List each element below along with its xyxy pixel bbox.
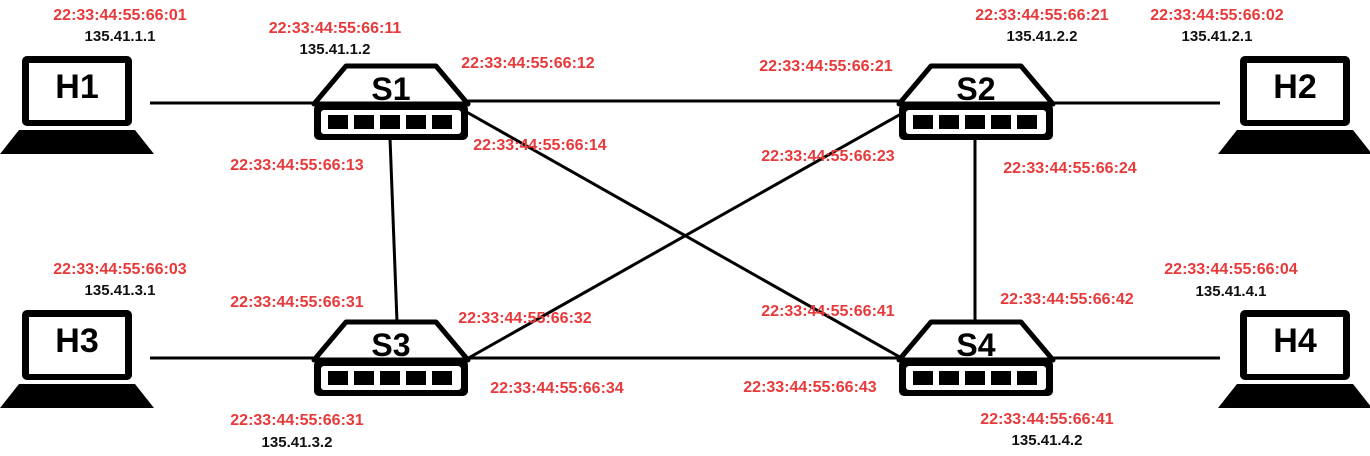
h1-mac-label: 22:33:44:55:66:01 bbox=[53, 7, 187, 24]
h3-mac-label: 22:33:44:55:66:03 bbox=[53, 261, 187, 278]
switch-label: S3 bbox=[371, 327, 410, 363]
s3-h3-ip-label: 135.41.3.2 bbox=[262, 434, 333, 451]
host-label: H2 bbox=[1273, 68, 1316, 106]
s3-h3-mac-label: 22:33:44:55:66:31 bbox=[230, 412, 364, 429]
host-h2[interactable]: H2 bbox=[1218, 56, 1370, 154]
s2-s3-mac-label: 22:33:44:55:66:23 bbox=[761, 148, 895, 165]
s2-h2-mac-label: 22:33:44:55:66:21 bbox=[975, 7, 1109, 24]
s1-s2-mac-label: 22:33:44:55:66:12 bbox=[461, 55, 595, 72]
s4-h4-ip-label: 135.41.4.2 bbox=[1012, 432, 1083, 449]
host-label: H4 bbox=[1273, 322, 1317, 360]
s4-h4-mac-label: 22:33:44:55:66:41 bbox=[980, 411, 1114, 428]
switch-s4[interactable]: S4 bbox=[899, 322, 1053, 396]
s4-s1-mac-label: 22:33:44:55:66:41 bbox=[761, 303, 895, 320]
host-label: H1 bbox=[55, 68, 98, 106]
h2-mac-label: 22:33:44:55:66:02 bbox=[1150, 7, 1284, 24]
s3-s2-mac-label: 22:33:44:55:66:32 bbox=[458, 310, 592, 327]
s2-s1-mac-label: 22:33:44:55:66:21 bbox=[759, 58, 893, 75]
host-h1[interactable]: H1 bbox=[0, 56, 154, 154]
links bbox=[150, 99, 1220, 362]
h2-ip-label: 135.41.2.1 bbox=[1182, 28, 1253, 45]
s4-s3-mac-label: 22:33:44:55:66:43 bbox=[743, 379, 877, 396]
link-s2-s3 bbox=[464, 108, 909, 362]
s4-s2-mac-label: 22:33:44:55:66:42 bbox=[1000, 291, 1134, 308]
host-h4[interactable]: H4 bbox=[1218, 310, 1370, 408]
s1-s3-mac-label: 22:33:44:55:66:13 bbox=[230, 157, 364, 174]
link-s1-s3 bbox=[388, 137, 399, 323]
h3-ip-label: 135.41.3.1 bbox=[85, 282, 156, 299]
host-label: H3 bbox=[55, 322, 98, 360]
s2-h2-ip-label: 135.41.2.2 bbox=[1007, 28, 1078, 45]
s1-h1-ip-label: 135.41.1.2 bbox=[300, 41, 371, 58]
s3-s4-mac-label: 22:33:44:55:66:34 bbox=[490, 380, 624, 397]
switch-label: S1 bbox=[371, 71, 410, 107]
h4-mac-label: 22:33:44:55:66:04 bbox=[1164, 261, 1298, 278]
switch-s3[interactable]: S3 bbox=[314, 322, 468, 396]
h4-ip-label: 135.41.4.1 bbox=[1196, 283, 1267, 300]
switch-s1[interactable]: S1 bbox=[314, 66, 468, 140]
h1-ip-label: 135.41.1.1 bbox=[85, 28, 156, 45]
switch-s2[interactable]: S2 bbox=[899, 66, 1053, 140]
s3-s1-mac-label: 22:33:44:55:66:31 bbox=[230, 294, 364, 311]
switch-label: S2 bbox=[956, 71, 995, 107]
s1-h1-mac-label: 22:33:44:55:66:11 bbox=[269, 20, 402, 37]
s2-s4-mac-label: 22:33:44:55:66:24 bbox=[1003, 160, 1137, 177]
host-h3[interactable]: H3 bbox=[0, 310, 154, 408]
switch-label: S4 bbox=[956, 327, 995, 363]
s1-s4-mac-label: 22:33:44:55:66:14 bbox=[473, 137, 607, 154]
